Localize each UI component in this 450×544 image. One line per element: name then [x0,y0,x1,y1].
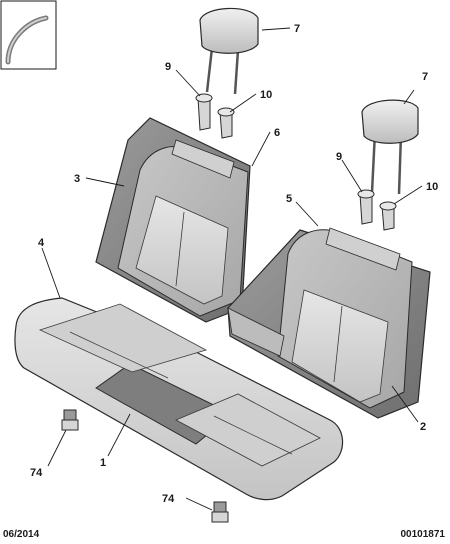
inset-box [0,0,57,70]
left-headrest-guides [195,93,235,139]
leader-lines [41,27,423,511]
callout-6-backrest-trim: 6 [274,127,280,139]
right-headrest [361,99,419,195]
callout-9-right-guide: 9 [336,151,342,163]
footer-reference: 00101871 [400,529,446,540]
callout-5-right-backrest: 5 [286,193,292,205]
callout-7-left-headrest: 7 [294,23,300,35]
right-backrest [227,227,431,419]
footer-date: 06/2014 [3,529,40,540]
callout-10-right-guide: 10 [426,181,438,193]
clip-bottom [211,501,229,523]
callout-4-seat-cushion: 4 [38,237,45,249]
callout-74-left-clip: 74 [30,467,43,479]
callout-2-right-backrest-frame: 2 [420,421,426,433]
callout-74-bottom-clip: 74 [162,493,175,505]
callout-10-left-guide: 10 [260,89,272,101]
callout-9-left-guide: 9 [165,61,171,73]
left-backrest [95,117,251,323]
callout-7-right-headrest: 7 [422,71,428,83]
callout-3-left-backrest: 3 [74,173,80,185]
seat-cushion [14,297,344,501]
clip-left [61,409,79,431]
right-headrest-guides [357,189,397,231]
left-headrest [199,7,259,95]
callout-1-cushion-cover: 1 [100,457,106,469]
